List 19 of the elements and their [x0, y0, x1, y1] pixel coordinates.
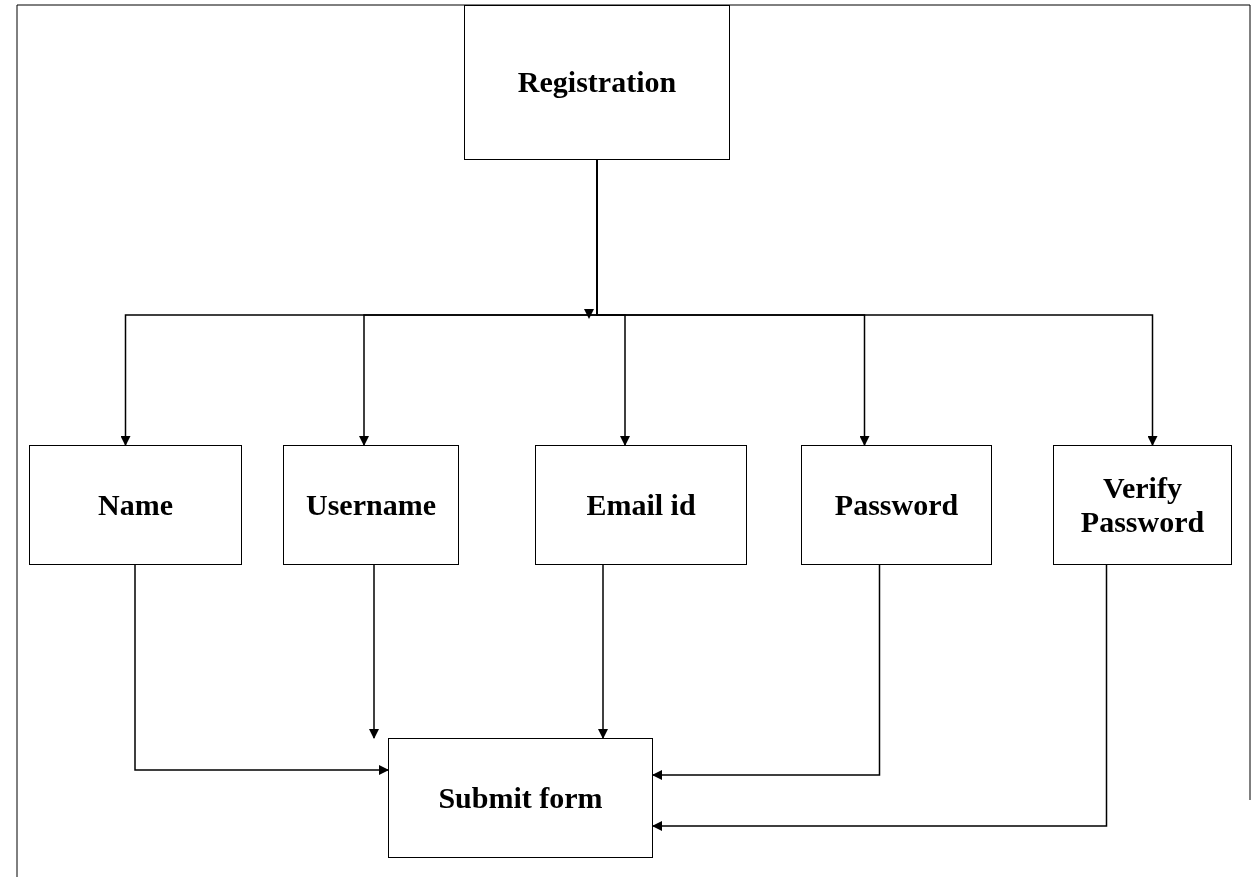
box-label: Verify Password — [1079, 470, 1206, 540]
box-label: Email id — [586, 487, 696, 523]
process-box — [29, 445, 242, 565]
box-label: Name — [98, 487, 173, 523]
box-label: Submit form — [438, 780, 603, 816]
process-box — [388, 738, 653, 858]
box-label: Username — [306, 487, 436, 523]
arrow — [134, 564, 389, 775]
arrow — [369, 564, 379, 739]
process-box — [801, 445, 992, 565]
arrow — [652, 564, 1108, 831]
process-box — [1053, 445, 1232, 565]
process-box — [464, 5, 730, 160]
process-box — [283, 445, 459, 565]
process-box — [535, 445, 747, 565]
box-label: Registration — [517, 65, 677, 100]
arrow — [652, 564, 881, 780]
arrow — [598, 564, 608, 739]
box-label: Password — [834, 487, 959, 523]
